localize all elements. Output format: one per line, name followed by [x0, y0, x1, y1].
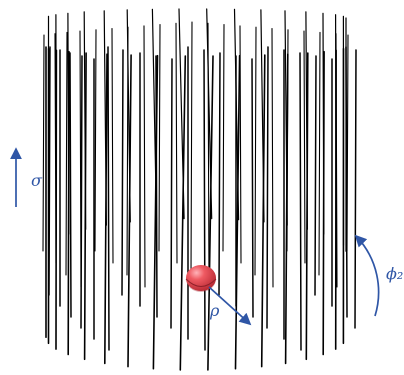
back-line — [222, 24, 225, 252]
rho-arrow — [208, 286, 252, 326]
front-line — [67, 50, 70, 356]
phi-annotation: ϕ₂ — [354, 234, 403, 317]
particle-bottom-edge — [185, 278, 217, 287]
back-line — [271, 27, 274, 288]
rho-label: ρ — [209, 301, 220, 320]
back-line — [175, 22, 178, 264]
front-line — [107, 46, 110, 351]
front-line — [234, 54, 241, 370]
back-line — [143, 25, 146, 288]
front-line — [251, 58, 254, 318]
front-line — [305, 52, 309, 361]
back-line — [65, 31, 68, 276]
back-line — [318, 31, 321, 276]
front-line — [299, 52, 302, 351]
back-line — [94, 29, 97, 252]
phi-arrow — [354, 234, 380, 317]
front-line — [260, 54, 266, 368]
front-line — [179, 55, 187, 371]
phi-label: ϕ₂ — [386, 264, 403, 283]
front-line — [266, 46, 269, 329]
rho-annotation: ρ — [208, 286, 252, 326]
back-line — [207, 22, 210, 288]
front-line — [69, 52, 72, 318]
front-line — [170, 58, 173, 329]
front-line — [155, 55, 158, 318]
back-cylinder-lines — [42, 8, 349, 288]
front-line — [345, 46, 348, 318]
front-line — [104, 53, 108, 365]
particle — [185, 265, 217, 292]
particle-body — [186, 265, 216, 291]
front-line — [207, 55, 214, 371]
back-line — [303, 30, 306, 264]
back-line — [126, 26, 129, 276]
back-line — [42, 34, 45, 252]
front-line — [203, 49, 206, 351]
front-line — [127, 54, 132, 368]
front-line — [354, 49, 357, 329]
sigma-label: σ — [31, 171, 43, 190]
front-line — [218, 52, 221, 296]
back-line — [254, 26, 257, 276]
sigma-annotation: σ — [10, 147, 43, 207]
front-line — [322, 50, 325, 356]
front-line — [121, 49, 124, 296]
front-line — [314, 55, 317, 296]
front-cylinder-lines — [45, 46, 357, 371]
back-line — [111, 27, 114, 264]
front-line — [83, 52, 87, 361]
front-line — [80, 55, 83, 329]
front-line — [48, 46, 51, 296]
back-line — [158, 24, 161, 252]
front-line — [284, 53, 289, 365]
back-line — [190, 21, 193, 276]
